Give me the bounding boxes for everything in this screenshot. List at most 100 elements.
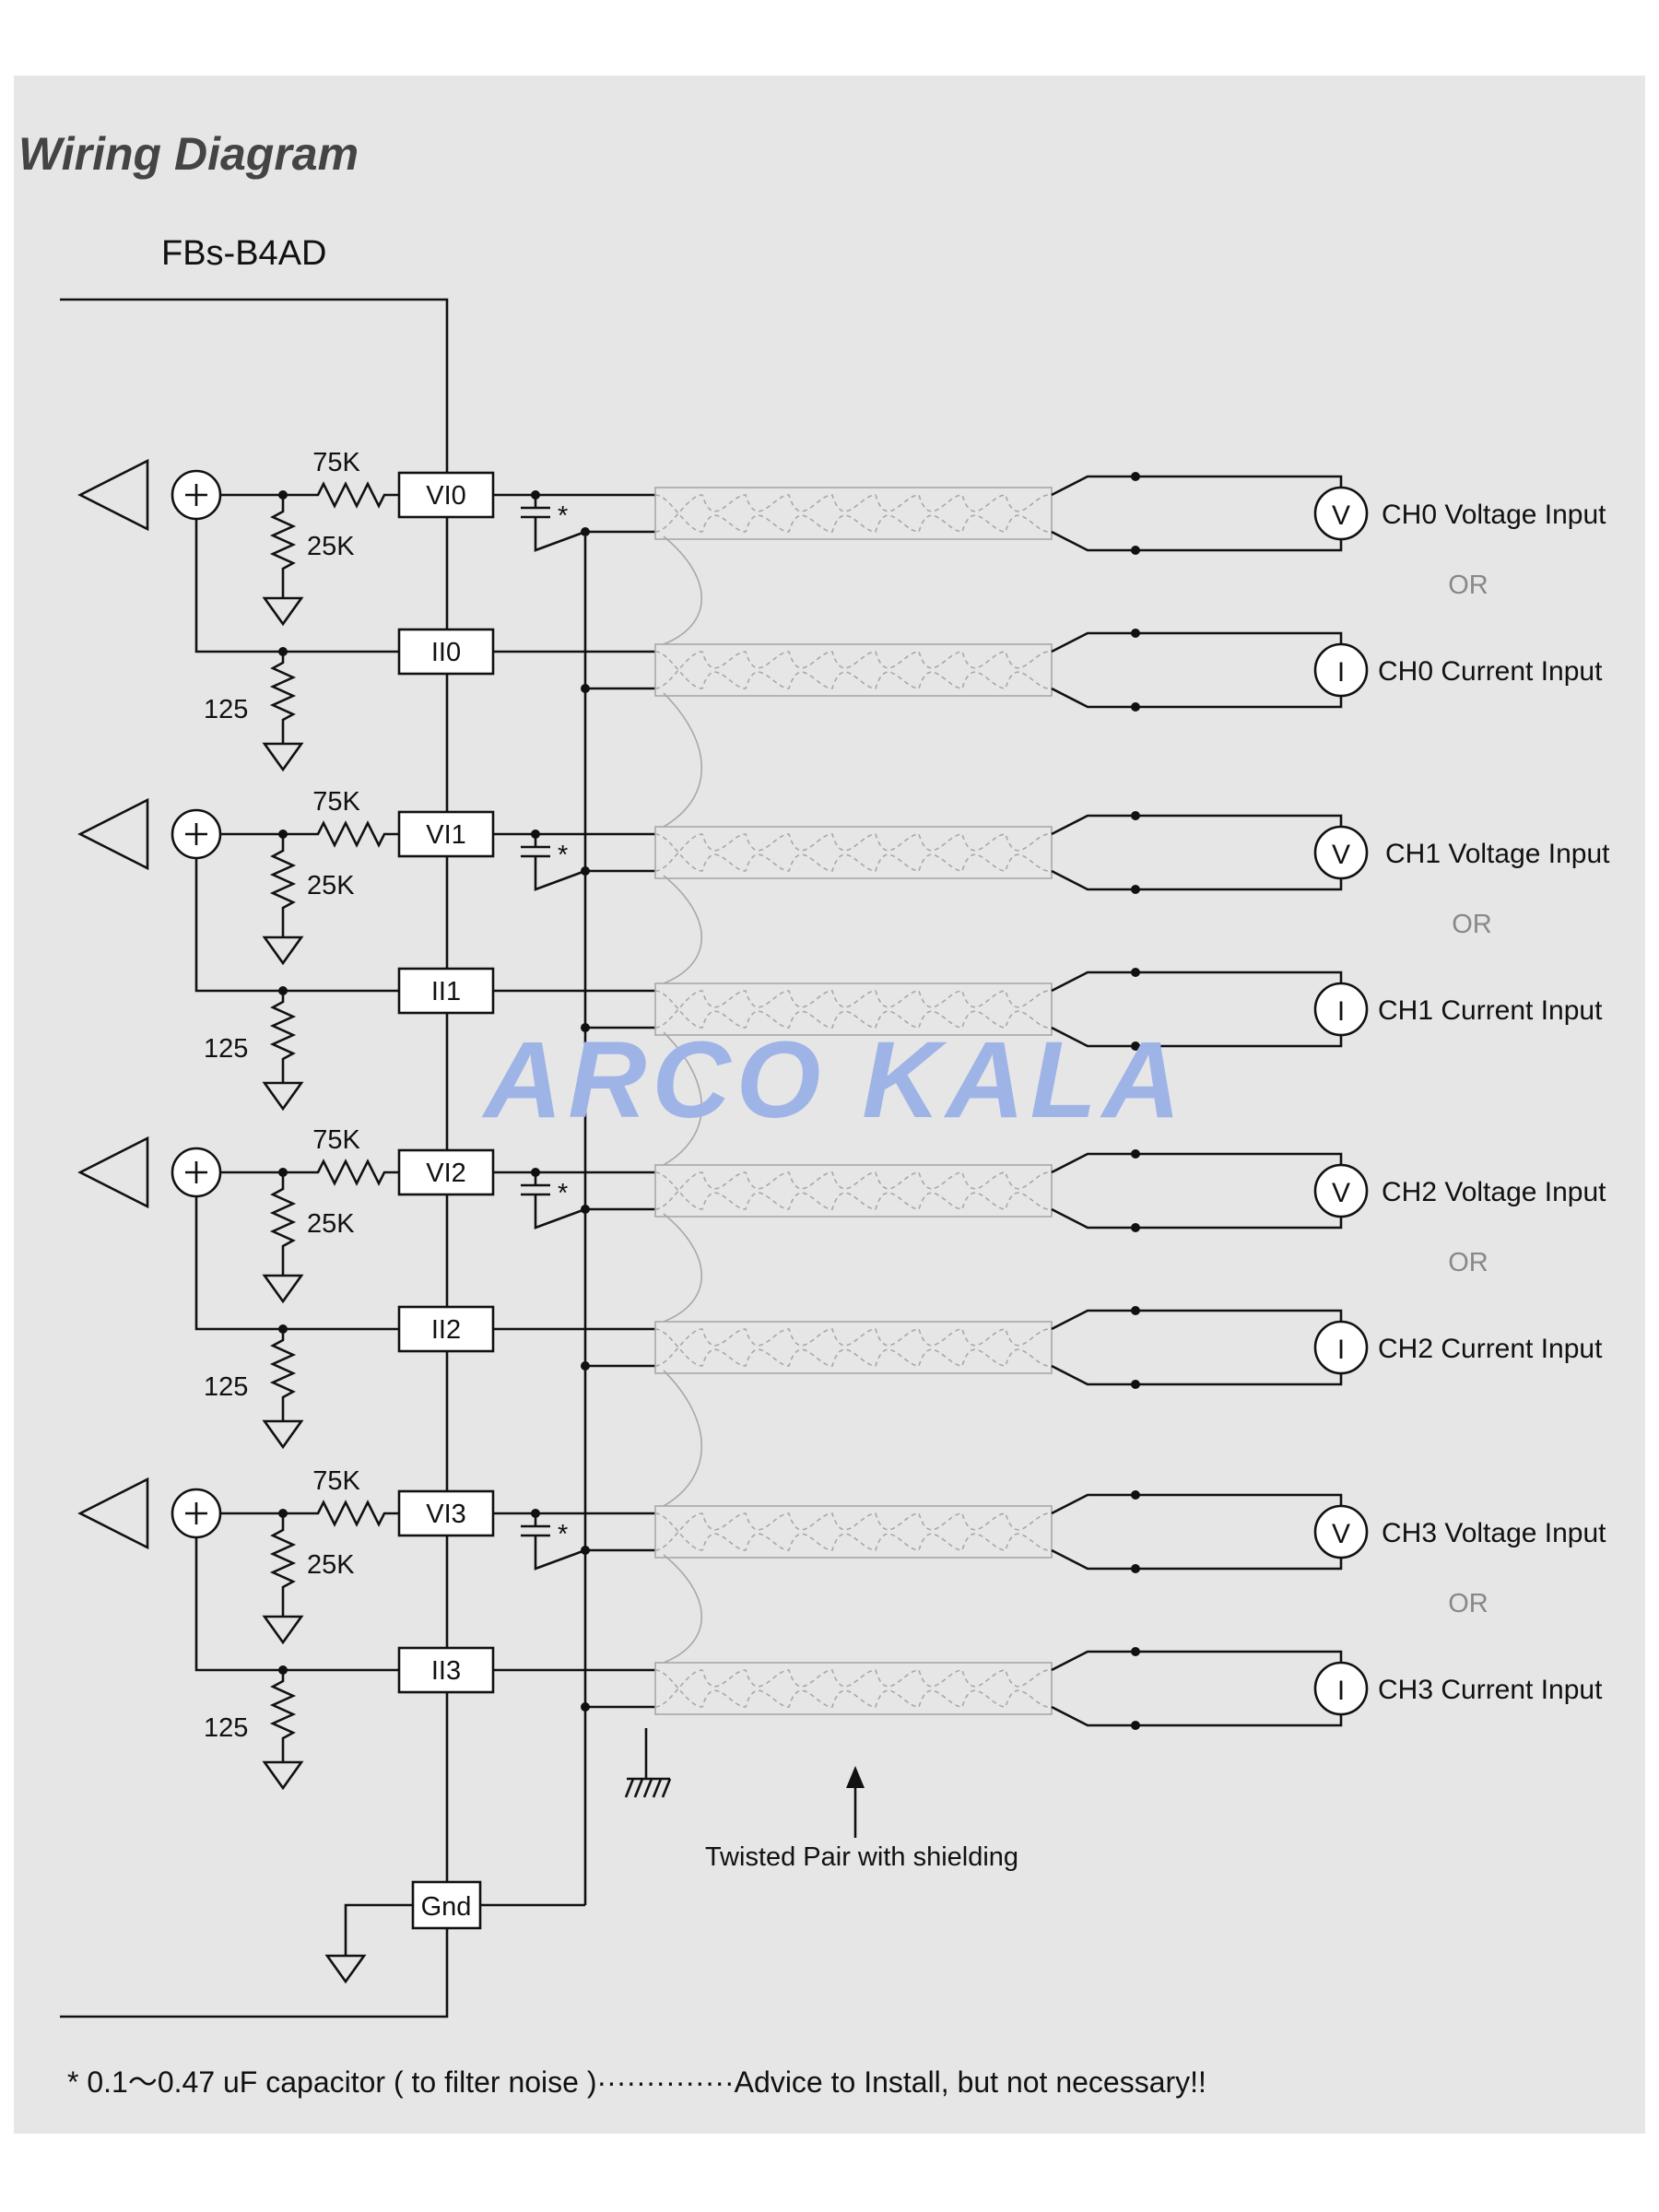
cable-label: Twisted Pair with shielding bbox=[705, 1842, 1018, 1872]
ground-symbol bbox=[262, 1274, 304, 1304]
current-sense-wire bbox=[194, 1196, 399, 1331]
resistor-75k-label: 75K bbox=[312, 1125, 360, 1155]
twisted-conductor bbox=[654, 651, 1050, 689]
resistor-25k-label: 25K bbox=[307, 1209, 355, 1239]
amplifier-icon bbox=[77, 1135, 149, 1209]
current-source-icon bbox=[1313, 1661, 1369, 1716]
current-source-icon bbox=[1313, 1320, 1369, 1375]
shield-drain-loop bbox=[663, 1370, 702, 1507]
resistor-25k bbox=[269, 834, 297, 937]
amplifier-icon bbox=[77, 1477, 149, 1550]
plus-icon bbox=[185, 1161, 207, 1183]
amplifier-icon bbox=[77, 797, 149, 871]
junction-dot bbox=[1131, 1306, 1140, 1315]
current-source-icon bbox=[1313, 982, 1369, 1037]
source-wire bbox=[1051, 1152, 1343, 1174]
junction-dot bbox=[1131, 629, 1140, 638]
gnd-terminal-label: Gnd bbox=[421, 1892, 472, 1922]
vi-terminal-label: VI0 bbox=[426, 481, 466, 511]
current-sense-wire bbox=[194, 519, 399, 653]
twisted-conductor bbox=[654, 494, 1050, 533]
voltage-source-symbol: V bbox=[1332, 500, 1350, 531]
or-label: OR bbox=[1448, 1248, 1488, 1277]
voltage-input-label: CH3 Voltage Input bbox=[1382, 1518, 1606, 1548]
ii-terminal-label: II2 bbox=[431, 1315, 461, 1345]
current-input-label: CH2 Current Input bbox=[1378, 1334, 1603, 1364]
shield-drain-loop bbox=[663, 1554, 703, 1664]
junction-dot bbox=[1131, 1223, 1140, 1232]
voltage-source-icon bbox=[1313, 486, 1369, 541]
current-source-symbol: I bbox=[1337, 1676, 1345, 1706]
current-input-label: CH1 Current Input bbox=[1378, 995, 1603, 1026]
cable-shield-current bbox=[654, 982, 1053, 1036]
junction-dot bbox=[1131, 472, 1140, 481]
source-wire bbox=[1051, 814, 1343, 836]
resistor-75k bbox=[220, 481, 399, 509]
ground-symbol bbox=[262, 1419, 304, 1450]
resistor-125-label: 125 bbox=[204, 695, 248, 724]
junction-dot bbox=[581, 527, 590, 536]
vi-terminal bbox=[397, 1489, 495, 1537]
resistor-125 bbox=[269, 652, 297, 744]
footnote: * 0.1～0.47 uF capacitor ( to filter nois… bbox=[67, 2065, 1206, 2099]
junction-dot bbox=[1131, 1380, 1140, 1389]
ground-symbol bbox=[262, 596, 304, 627]
or-label: OR bbox=[1448, 571, 1488, 600]
voltage-input-label: CH0 Voltage Input bbox=[1382, 500, 1606, 530]
junction-dot bbox=[1131, 885, 1140, 894]
junction-dot bbox=[1131, 811, 1140, 820]
source-wire bbox=[1051, 1026, 1343, 1048]
twisted-conductor bbox=[654, 651, 1050, 689]
source-wire bbox=[1051, 631, 1343, 653]
voltage-source-icon bbox=[1313, 1163, 1369, 1218]
ground-symbol bbox=[262, 935, 304, 966]
vi-terminal bbox=[397, 471, 495, 519]
voltage-input-label: CH2 Voltage Input bbox=[1382, 1177, 1606, 1207]
resistor-25k-label: 25K bbox=[307, 1550, 355, 1580]
junction-dot bbox=[1131, 1149, 1140, 1159]
cable-shield-current bbox=[654, 1662, 1053, 1715]
junction-dot bbox=[1131, 1041, 1140, 1051]
watermark: ARCO KALA bbox=[481, 1019, 1186, 1141]
twisted-conductor bbox=[654, 1669, 1050, 1708]
source-wire bbox=[1051, 687, 1343, 709]
source-wire bbox=[1051, 530, 1343, 552]
ii-terminal-label: II0 bbox=[431, 638, 461, 667]
voltage-input-label: CH1 Voltage Input bbox=[1385, 839, 1610, 869]
resistor-75k-label: 75K bbox=[312, 787, 360, 817]
ii-terminal-label: II3 bbox=[431, 1656, 461, 1686]
plus-icon bbox=[185, 823, 207, 845]
vi-terminal-label: VI1 bbox=[426, 820, 466, 850]
junction-dot bbox=[1131, 546, 1140, 555]
gnd-wire bbox=[344, 1903, 413, 1956]
cable-shield-voltage bbox=[654, 1164, 1053, 1218]
voltage-source-icon bbox=[1313, 1504, 1369, 1559]
junction-dot bbox=[1131, 1647, 1140, 1656]
cable-pointer-arrow-icon bbox=[846, 1766, 865, 1788]
resistor-125-label: 125 bbox=[204, 1034, 248, 1064]
cable-shield-current bbox=[654, 643, 1053, 697]
current-sense-wire bbox=[194, 1537, 399, 1672]
junction-dot bbox=[1131, 968, 1140, 977]
source-wire bbox=[1051, 1493, 1343, 1515]
shield-drain-loop bbox=[663, 535, 703, 645]
source-wire bbox=[1051, 1705, 1343, 1727]
twisted-conductor bbox=[654, 1512, 1050, 1551]
ii-terminal bbox=[397, 628, 495, 676]
resistor-25k bbox=[269, 1513, 297, 1617]
junction-dot bbox=[1131, 1490, 1140, 1500]
voltage-source-symbol: V bbox=[1332, 840, 1350, 870]
voltage-source-icon bbox=[1313, 825, 1369, 880]
twisted-conductor bbox=[654, 990, 1050, 1029]
plus-icon bbox=[185, 484, 207, 506]
ground-symbol bbox=[262, 1081, 304, 1112]
shield-drain-loop bbox=[663, 1213, 703, 1323]
capacitor-mark: * bbox=[558, 1520, 568, 1549]
source-wire bbox=[1051, 1309, 1343, 1331]
twisted-conductor bbox=[654, 1328, 1050, 1367]
current-source-symbol: I bbox=[1337, 1335, 1345, 1365]
resistor-25k bbox=[269, 1172, 297, 1276]
resistor-125 bbox=[269, 1670, 297, 1762]
capacitor-mark: * bbox=[558, 841, 568, 870]
